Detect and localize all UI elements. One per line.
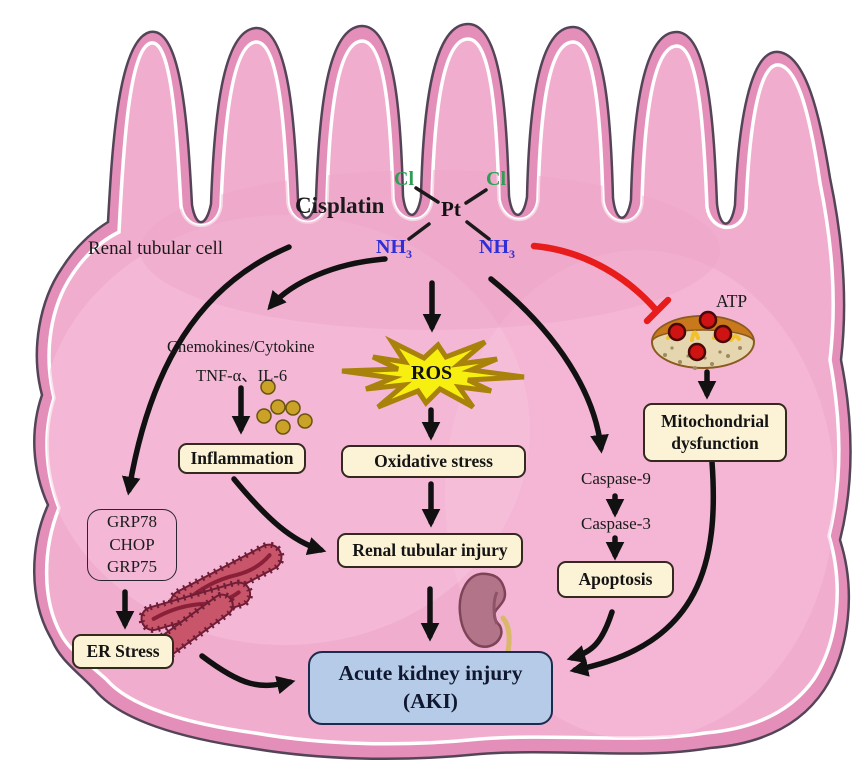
arrow-mito-to-aki <box>569 459 717 677</box>
apoptosis-box-label: Apoptosis <box>578 568 653 589</box>
aki-line1: Acute kidney injury <box>338 661 523 686</box>
er-stress-box: ER Stress <box>72 634 174 669</box>
oxidative-stress-box-label: Oxidative stress <box>374 450 493 471</box>
arrow-cisplatin-to-grp <box>121 244 292 496</box>
inhibition-arrow <box>530 242 672 325</box>
chlorine-left-label: Cl <box>394 168 414 190</box>
chlorine-right-label: Cl <box>486 168 506 190</box>
nh-text: NH <box>479 236 509 258</box>
oxidative-stress-box: Oxidative stress <box>341 445 526 478</box>
pathway-arrows <box>115 244 717 695</box>
arrow-cisplatin-to-caspase9 <box>488 276 609 454</box>
inflammation-box: Inflammation <box>178 443 306 474</box>
ammonia-left-label: NH3 <box>376 236 412 262</box>
cisplatin-label: Cisplatin <box>295 193 385 218</box>
grp-markers-box: GRP78 CHOP GRP75 <box>87 509 177 581</box>
platinum-label: Pt <box>441 197 461 221</box>
apoptosis-box: Apoptosis <box>557 561 674 598</box>
inflammation-box-label: Inflammation <box>190 447 294 468</box>
kidney-illustration <box>458 572 512 663</box>
ros-starburst <box>341 335 525 410</box>
mitochondrial-box-line1: Mitochondrial <box>661 410 769 431</box>
grp75-label: GRP75 <box>106 557 158 577</box>
ammonia-right-label: NH3 <box>479 236 515 262</box>
nh-subscript: 3 <box>509 247 515 261</box>
renal-tubular-injury-box-label: Renal tubular injury <box>352 539 508 560</box>
nh-subscript: 3 <box>406 247 412 261</box>
atp-label: ATP <box>716 291 748 311</box>
mitochondrial-box-line2: dysfunction <box>671 432 759 453</box>
renal-tubular-injury-box: Renal tubular injury <box>337 533 523 568</box>
arrow-apoptosis-to-aki <box>566 609 615 664</box>
grp78-label: GRP78 <box>106 511 158 531</box>
caspase9-label: Caspase-9 <box>581 469 651 488</box>
renal-tubular-cell-label: Renal tubular cell <box>88 238 224 259</box>
cytokines-label: TNF-α、IL-6 <box>196 366 288 385</box>
arrow-inflammation-to-injury <box>231 476 327 556</box>
chop-label: CHOP <box>109 534 155 554</box>
mitochondrion-illustration <box>651 310 755 370</box>
aki-box: Acute kidney injury (AKI) <box>308 651 553 725</box>
cisplatin-bonds <box>407 186 491 241</box>
arrow-cisplatin-to-chemokines <box>267 256 388 311</box>
chemokines-label: Chemokines/Cytokine <box>167 337 315 356</box>
arrow-erstress-to-aki <box>199 653 296 695</box>
ros-label: ROS <box>411 362 453 384</box>
aki-line2: (AKI) <box>403 689 458 713</box>
mitochondrial-dysfunction-box: Mitochondrial dysfunction <box>643 403 787 462</box>
nh-text: NH <box>376 236 406 258</box>
caspase3-label: Caspase-3 <box>581 514 651 533</box>
cytokine-dots <box>256 379 313 435</box>
er-stress-box-label: ER Stress <box>86 640 160 661</box>
